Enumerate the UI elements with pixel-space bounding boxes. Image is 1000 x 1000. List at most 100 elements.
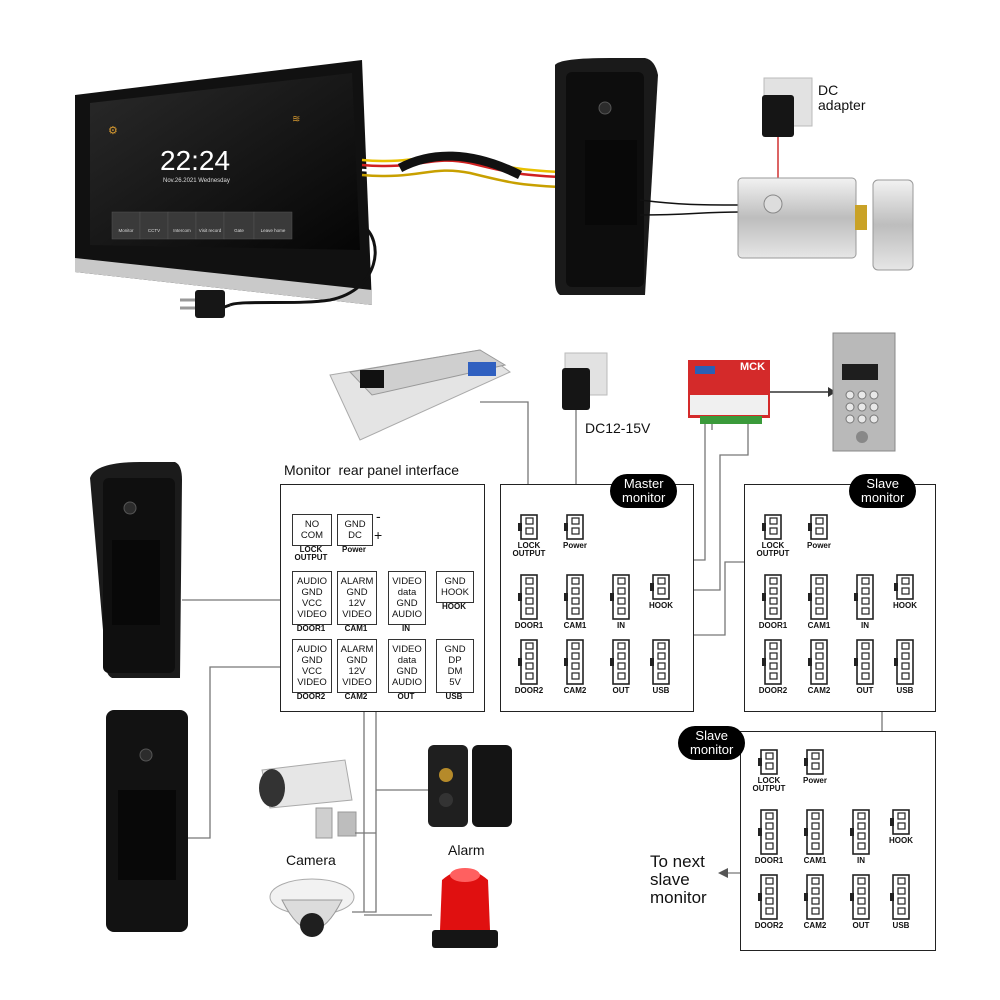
slave1-connector-out [854, 639, 874, 685]
master-connector-label-power: Power [562, 541, 587, 550]
bolt-lock [329, 349, 511, 441]
slave2-connector-label-out: OUT [852, 921, 870, 930]
outdoor-doorbell-door2 [106, 710, 188, 932]
slave2-connector-door1 [758, 809, 778, 855]
indoor-monitor [75, 60, 372, 305]
master-connector-door1 [518, 574, 538, 620]
slave1-connector-label-door2: DOOR2 [758, 686, 788, 695]
terminal-line: AUDIO [391, 609, 423, 620]
mck-module [688, 360, 770, 424]
power-minus-sign: - [376, 508, 381, 524]
app-gate[interactable]: Gate [234, 228, 244, 233]
terminal-line: DM [447, 666, 463, 677]
slave2-connector-door2 [758, 874, 778, 920]
slave-monitor-badge-1: Slave monitor [849, 474, 917, 508]
slave1-connector-in [854, 574, 874, 620]
master-connector-in [610, 574, 630, 620]
slave2-connector-lock [758, 749, 778, 775]
rear-terminal-caption-door2: DOOR2 [296, 692, 326, 701]
rear-terminal-caption-lock: LOCK OUTPUT [294, 545, 328, 562]
master-connector-door2 [518, 639, 538, 685]
master-connector-out [610, 639, 630, 685]
slave2-connector-label-cam1: CAM1 [803, 856, 827, 865]
slave2-connector-label-cam2: CAM2 [803, 921, 827, 930]
terminal-line: 12V [348, 666, 366, 677]
slave1-connector-label-power: Power [806, 541, 831, 550]
app-cctv[interactable]: CCTV [147, 228, 161, 233]
alarm-label: Alarm [448, 842, 485, 858]
master-connector-label-door1: DOOR1 [514, 621, 544, 630]
electric-lock [737, 177, 914, 271]
slave1-connector-label-in: IN [861, 621, 869, 630]
outdoor-doorbell-top [555, 58, 658, 295]
app-monitor[interactable]: Monitor [118, 228, 134, 233]
slave-monitor-badge-2: Slave monitor [678, 726, 746, 760]
slave2-connector-cam2 [804, 874, 824, 920]
dc-voltage-label: DC12-15V [585, 420, 651, 436]
power-plug-icon [195, 290, 225, 318]
alarm-siren-icon [432, 868, 498, 948]
power-plus-sign: + [374, 527, 383, 543]
dc-adapter-label: DC adapter [818, 82, 866, 113]
rear-terminal-caption-door1: DOOR1 [296, 624, 326, 633]
terminal-line: VIDEO [392, 644, 422, 655]
app-visit-record[interactable]: Visit record [198, 228, 222, 233]
rear-terminal-caption-hook: HOOK [442, 602, 466, 611]
slave2-connector-hook [890, 809, 910, 835]
slave1-connector-usb [894, 639, 914, 685]
slave1-connector-label-cam2: CAM2 [807, 686, 831, 695]
slave1-connector-door1 [762, 574, 782, 620]
master-connector-label-door2: DOOR2 [514, 686, 544, 695]
rear-terminal-caption-cam1: CAM1 [344, 624, 368, 633]
terminal-line: AUDIO [296, 644, 328, 655]
slave2-connector-usb [890, 874, 910, 920]
terminal-line: VIDEO [297, 677, 327, 688]
terminal-line: VCC [301, 598, 323, 609]
master-connector-label-lock: LOCK OUTPUT [512, 541, 546, 558]
app-leave-home[interactable]: Leave home [260, 228, 286, 233]
terminal-line: DC [348, 530, 362, 541]
terminal-line: data [397, 587, 417, 598]
rear-terminal-caption-out: OUT [397, 692, 415, 701]
terminal-line: VIDEO [342, 609, 372, 620]
slave2-connector-label-lock: LOCK OUTPUT [752, 776, 786, 793]
slave2-connector-label-power: Power [802, 776, 827, 785]
terminal-line: VCC [301, 666, 323, 677]
slave1-connector-cam1 [808, 574, 828, 620]
terminal-line: VIDEO [392, 576, 422, 587]
app-intercom[interactable]: Intercom [173, 228, 191, 233]
mck-label: MCK [740, 361, 766, 373]
terminal-line: GND [396, 666, 418, 677]
terminal-line: GND [301, 587, 323, 598]
slave1-connector-label-door1: DOOR1 [758, 621, 788, 630]
slave2-connector-cam1 [804, 809, 824, 855]
terminal-line: COM [300, 530, 324, 541]
apartment-intercom-panel [832, 332, 896, 452]
master-connector-cam1 [564, 574, 584, 620]
slave2-connector-in [850, 809, 870, 855]
slave2-connector-label-hook: HOOK [889, 836, 913, 845]
terminal-line: GND [344, 519, 366, 530]
terminal-line: ALARM [340, 644, 374, 655]
terminal-line: GND [396, 598, 418, 609]
terminal-line: GND [301, 655, 323, 666]
gear-icon: ⚙ [108, 125, 118, 137]
slave1-connector-label-lock: LOCK OUTPUT [756, 541, 790, 558]
terminal-line: GND [444, 576, 466, 587]
terminal-line: HOOK [441, 587, 469, 598]
monitor-time: 22:24 [160, 145, 231, 176]
master-connector-label-out: OUT [612, 686, 630, 695]
to-next-slave-label: To next slave monitor [650, 852, 707, 907]
camera-label: Camera [286, 852, 336, 868]
monitor-app-bar: Monitor CCTV Intercom Visit record Gate … [112, 228, 292, 233]
dc-adapter-icon [762, 95, 794, 137]
